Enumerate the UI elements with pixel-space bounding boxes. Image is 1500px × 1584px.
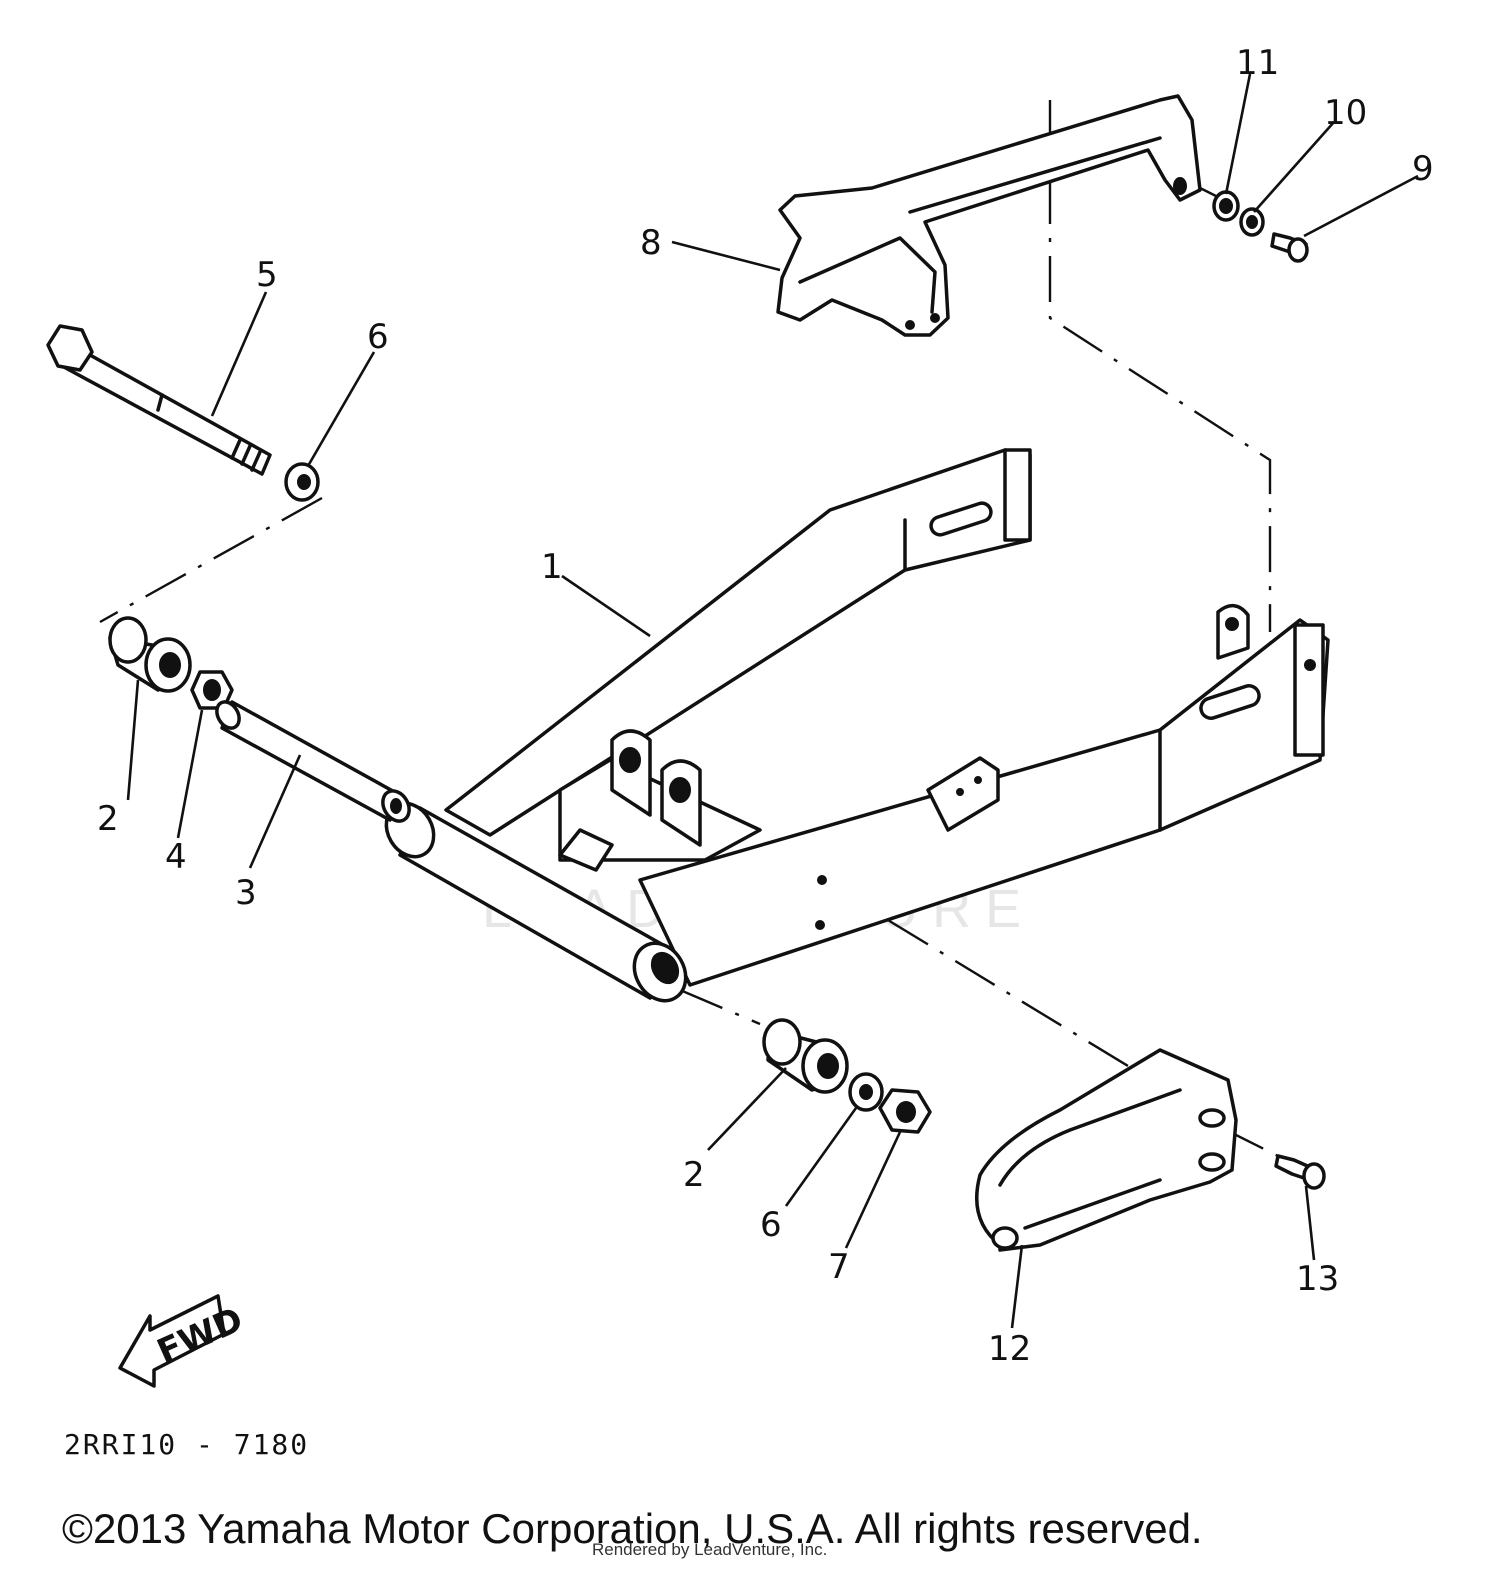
nut-11 <box>1212 190 1240 222</box>
washer-10 <box>1239 207 1265 237</box>
copyright-notice: ©2013 Yamaha Motor Corporation, U.S.A. A… <box>62 1505 1203 1552</box>
washer-4 <box>190 670 234 710</box>
bushing-right <box>762 1018 849 1094</box>
callout-6-top: 6 <box>367 317 389 357</box>
callout-6-bottom: 6 <box>760 1205 782 1245</box>
callout-3: 3 <box>235 873 257 913</box>
callout-7: 7 <box>828 1247 850 1287</box>
washer-top <box>284 462 320 502</box>
callout-9: 9 <box>1412 149 1434 189</box>
leader-lines <box>126 73 1419 1329</box>
callout-4: 4 <box>165 837 187 877</box>
callout-2-left: 2 <box>97 799 119 839</box>
callout-12: 12 <box>988 1329 1031 1369</box>
bushing-left <box>108 616 192 693</box>
callout-11: 11 <box>1236 43 1279 83</box>
callout-1: 1 <box>541 547 563 587</box>
rendered-by-credit: Rendered by LeadVenture, Inc. <box>592 1540 828 1559</box>
washer-bottom <box>848 1072 884 1112</box>
callout-5: 5 <box>256 255 278 295</box>
screw-13 <box>1274 1154 1326 1190</box>
collar <box>215 700 411 823</box>
pivot-bolt <box>46 324 272 476</box>
fwd-arrow-icon: FWD <box>118 1294 249 1388</box>
callout-2-right: 2 <box>683 1155 705 1195</box>
callout-13: 13 <box>1296 1259 1339 1299</box>
diagram-code: 2RRI10 - 7180 <box>64 1428 310 1461</box>
callout-10: 10 <box>1324 93 1367 133</box>
nut <box>878 1088 932 1134</box>
callout-labels: 1 2 2 3 4 5 6 6 7 8 9 10 11 12 13 <box>97 43 1434 1369</box>
chain-guide-lower <box>975 1048 1238 1252</box>
callout-8: 8 <box>640 223 662 263</box>
bolt-9 <box>1270 232 1309 263</box>
chain-guide-upper <box>776 94 1202 337</box>
swingarm <box>384 448 1330 1003</box>
